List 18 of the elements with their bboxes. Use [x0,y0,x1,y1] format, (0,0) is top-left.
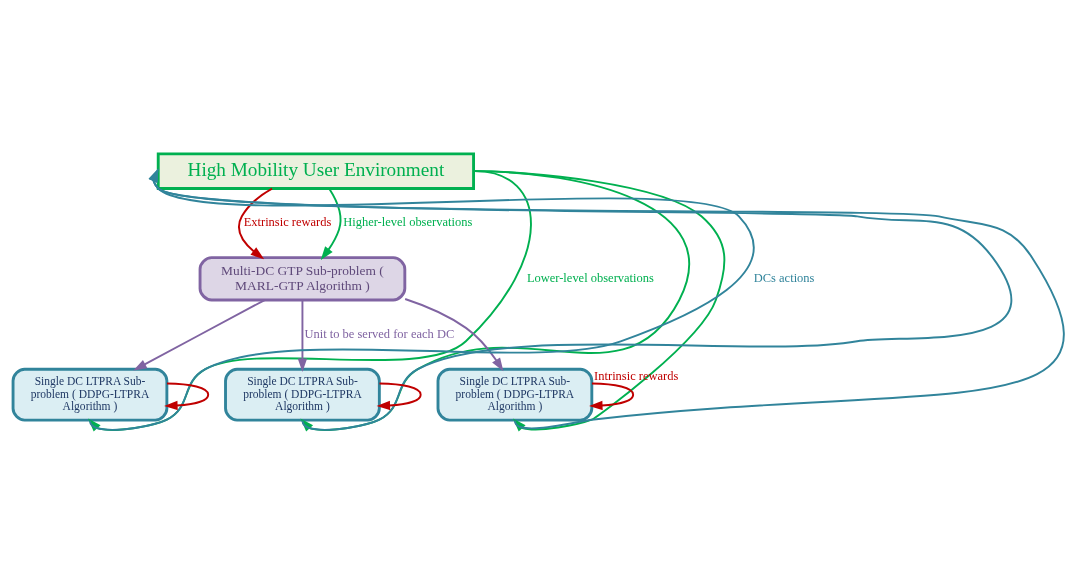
arrow [320,187,342,260]
edge-label: Lower-level observations [526,270,654,285]
arrow [133,298,266,370]
arrow [404,297,504,371]
arrow [238,187,273,259]
node-box: Single DC LTPRA Sub-problem ( DDPG-LTPRA Algorithm ) [436,367,594,422]
arrow [297,298,308,372]
arrow [164,382,210,410]
node-box: Multi-DC GTP Sub-problem ( MARL-GTP Algorithm ) [198,255,407,301]
node-box: Single DC LTPRA Sub-problem ( DDPG-LTPRA Algorithm ) [11,367,169,422]
arrow [376,382,422,410]
arrow [589,382,635,410]
edge-label: Unit to be served for each DC [304,326,455,341]
edge-label: Extrinsic rewards [243,214,332,229]
node-box: High Mobility User Environment [156,151,475,190]
edge-label: DCs actions [753,270,815,285]
node-box: Single DC LTPRA Sub-problem ( DDPG-LTPRA Algorithm ) [224,367,381,422]
edge-label: Higher-level observations [343,214,473,229]
